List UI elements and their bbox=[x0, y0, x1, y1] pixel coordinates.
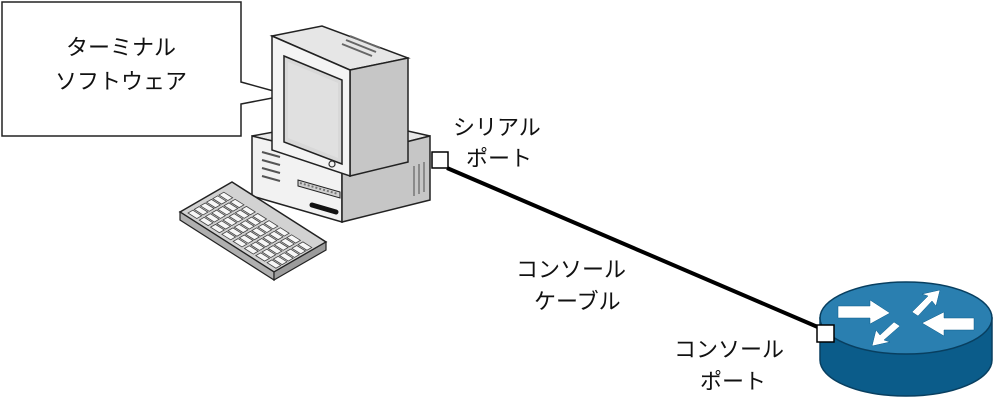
keyboard-key bbox=[261, 248, 277, 259]
keyboard-key bbox=[229, 198, 245, 209]
keyboard-key bbox=[272, 255, 288, 266]
console-port-label-line-2: ポート bbox=[700, 370, 766, 395]
keyboard-key bbox=[255, 252, 271, 262]
terminal-software-callout: ターミナル ソフトウェア bbox=[1, 1, 289, 137]
keyboard-key bbox=[256, 238, 272, 248]
keyboard-key bbox=[279, 237, 296, 248]
serial-port-marker bbox=[431, 151, 449, 169]
keyboard-key bbox=[268, 230, 284, 241]
keyboard-key bbox=[233, 223, 249, 234]
keyboard-keys bbox=[187, 191, 313, 269]
keyboard-key bbox=[273, 241, 289, 251]
keyboard-key bbox=[291, 245, 307, 255]
desktop-computer-icon bbox=[251, 25, 431, 223]
keyboard-key bbox=[297, 241, 313, 251]
keyboard-key bbox=[263, 220, 279, 230]
keyboard-key bbox=[212, 195, 228, 205]
callout-line-2: ソフトウェア bbox=[55, 70, 187, 95]
keyboard-key bbox=[210, 209, 227, 219]
keyboard-key bbox=[227, 227, 243, 237]
keyboard-icon bbox=[178, 181, 328, 282]
keyboard-key bbox=[234, 209, 250, 219]
serial-port-label-line-2: ポート bbox=[466, 147, 532, 172]
keyboard-key bbox=[249, 241, 266, 251]
keyboard-key bbox=[238, 234, 254, 244]
keyboard-key bbox=[274, 227, 290, 237]
router-icon bbox=[819, 281, 993, 397]
keyboard-key bbox=[262, 234, 278, 244]
keyboard-key bbox=[205, 198, 222, 209]
keyboard-key bbox=[243, 245, 259, 255]
keyboard-key bbox=[284, 248, 301, 258]
console-cable-line bbox=[446, 166, 821, 330]
keyboard-key bbox=[278, 252, 294, 262]
serial-port-label-line-1: シリアル bbox=[453, 116, 541, 141]
keyboard-key bbox=[239, 220, 255, 230]
keyboard-key bbox=[193, 206, 209, 216]
keyboard-key bbox=[251, 227, 267, 237]
keyboard-key bbox=[217, 206, 233, 216]
keyboard-key bbox=[267, 245, 283, 255]
keyboard-key bbox=[222, 216, 238, 227]
cable-label-line-1: コンソール bbox=[516, 258, 626, 283]
keyboard-key bbox=[199, 202, 215, 212]
keyboard-key bbox=[216, 220, 232, 230]
keyboard-key bbox=[245, 216, 262, 226]
keyboard-key bbox=[252, 213, 268, 223]
keyboard-key bbox=[198, 216, 214, 227]
keyboard-key bbox=[266, 259, 282, 269]
keyboard-key bbox=[209, 223, 226, 234]
keyboard-key bbox=[204, 213, 220, 223]
console-port-label-line-1: コンソール bbox=[674, 338, 784, 363]
keyboard-key bbox=[286, 234, 302, 244]
console-port-marker bbox=[816, 324, 835, 343]
callout-line-1: ターミナル bbox=[66, 36, 176, 61]
keyboard-key bbox=[223, 202, 239, 212]
keyboard-key bbox=[228, 213, 244, 223]
keyboard-key bbox=[232, 238, 248, 248]
keyboard-key bbox=[244, 230, 261, 241]
cable-label-line-2: ケーブル bbox=[534, 290, 621, 315]
keyboard-key bbox=[187, 209, 203, 220]
keyboard-key bbox=[257, 223, 273, 234]
keyboard-key bbox=[240, 205, 257, 216]
keyboard-key bbox=[221, 231, 237, 241]
pc-monitor bbox=[269, 25, 411, 178]
router-arrows bbox=[837, 289, 975, 347]
keyboard-key bbox=[218, 191, 234, 202]
